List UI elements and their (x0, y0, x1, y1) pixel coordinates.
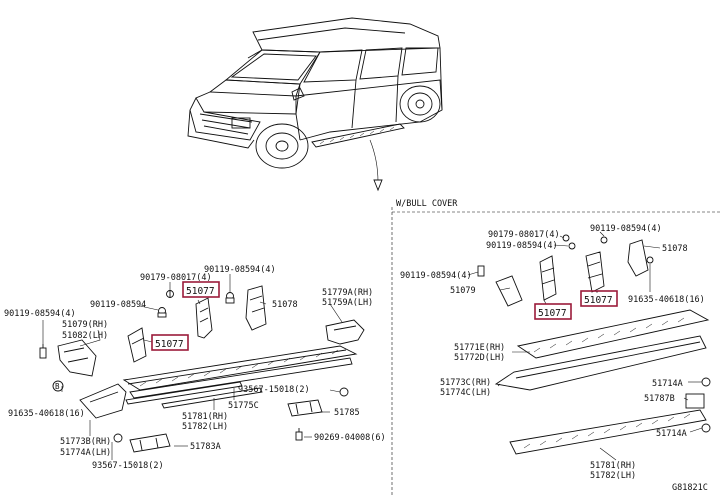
section-frame (391, 207, 720, 496)
label-51787b: 51787B (644, 394, 675, 404)
label-51774a: 51774A(LH) (60, 448, 111, 458)
label-93567a: 93567-15018(2) (238, 385, 310, 395)
label-51774c: 51774C(LH) (440, 388, 491, 398)
highlight-51077-top (182, 281, 220, 298)
label-90179-right: 90179-08017(4) (488, 230, 560, 240)
section-title: W/BULL COVER (396, 199, 458, 209)
highlight-51077-a (534, 303, 572, 320)
label-90119a-left: 90119-08594(4) (204, 265, 276, 275)
label-51771e: 51771E(RH) (454, 343, 505, 353)
label-51078-right: 51078 (662, 244, 688, 254)
label-51783a: 51783A (190, 442, 221, 452)
label-90119a-right: 90119-08594(4) (486, 241, 558, 251)
label-90179-left: 90179-08017(4) (140, 273, 212, 283)
right-labels: 90179-08017(4) 90119-08594(4) 90119-0859… (400, 224, 705, 481)
label-90119c-left: 90119-08594(4) (4, 309, 76, 319)
footer-code: G81821C (672, 483, 708, 493)
label-51759a: 51759A(LH) (322, 298, 373, 308)
left-labels: 90179-08017(4) 90119-08594(4) 51077 5107… (4, 265, 386, 471)
label-51773b: 51773B(RH) (60, 437, 111, 447)
vehicle-illustration (187, 17, 443, 169)
label-90119b-left: 90119-08594 (90, 300, 146, 310)
label-51775c: 51775C (228, 401, 259, 411)
right-leaders (467, 231, 703, 461)
label-51781-left: 51781(RH) (182, 412, 228, 422)
left-parts: B (39, 285, 365, 453)
label-51714a-bot: 51714A (656, 429, 687, 439)
label-90119c-right: 90119-08594(4) (400, 271, 472, 281)
label-51079-right: 51079 (450, 286, 476, 296)
label-51077-top: 51077 (186, 286, 215, 297)
label-51078-left: 51078 (272, 300, 298, 310)
label-51079-left: 51079(RH) (62, 320, 108, 330)
label-51714a-top: 51714A (652, 379, 683, 389)
highlight-51077-mid (151, 334, 189, 351)
label-51779a: 51779A(RH) (322, 288, 373, 298)
label-93567b: 93567-15018(2) (92, 461, 164, 471)
right-parts (477, 234, 711, 455)
label-90119b-right: 90119-08594(4) (590, 224, 662, 234)
label-51781-right: 51781(RH) (590, 461, 636, 471)
label-51772d: 51772D(LH) (454, 353, 505, 363)
label-90269: 90269-04008(6) (314, 433, 386, 443)
label-51077-b: 51077 (584, 295, 613, 306)
callout-b-left: B (55, 382, 60, 391)
label-51077-a: 51077 (538, 308, 567, 319)
label-91635-left: 91635-40618(16) (8, 409, 85, 419)
label-51773c: 51773C(RH) (440, 378, 491, 388)
label-91635-right: 91635-40618(16) (628, 295, 705, 305)
label-51785: 51785 (334, 408, 360, 418)
label-51782-right: 51782(LH) (590, 471, 636, 481)
left-leaders (42, 274, 343, 460)
label-51080-left: 51082(LH) (62, 331, 108, 341)
label-51782-left: 51782(LH) (182, 422, 228, 432)
highlight-51077-b (580, 290, 618, 307)
label-51077-mid: 51077 (155, 339, 184, 350)
